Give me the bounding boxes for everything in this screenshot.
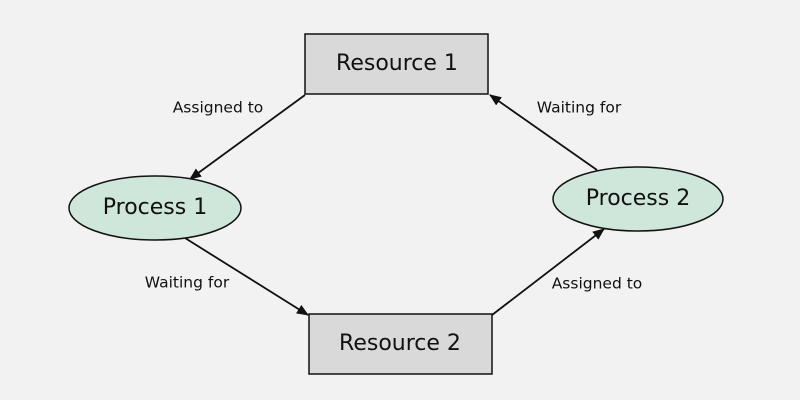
edge-resource1-to-process1 bbox=[189, 94, 306, 180]
resource1-label: Resource 1 bbox=[336, 51, 458, 76]
resource2-box bbox=[308, 313, 493, 375]
edge-label-assigned-to-bottom: Assigned to bbox=[552, 275, 643, 293]
process2-ellipse bbox=[552, 166, 724, 232]
edge-process1-to-resource2 bbox=[184, 237, 309, 316]
resource2-label: Resource 2 bbox=[339, 331, 461, 356]
resource1-box bbox=[304, 33, 489, 95]
edge-resource2-to-process2 bbox=[491, 228, 605, 316]
edge-label-assigned-to-top: Assigned to bbox=[173, 99, 264, 117]
process1-ellipse bbox=[68, 175, 242, 241]
edge-process2-to-resource1 bbox=[489, 94, 598, 171]
edge-label-waiting-for-top: Waiting for bbox=[537, 99, 622, 117]
process1-label: Process 1 bbox=[103, 195, 207, 220]
edge-label-waiting-for-bottom: Waiting for bbox=[145, 274, 230, 292]
process2-label: Process 2 bbox=[586, 186, 690, 211]
